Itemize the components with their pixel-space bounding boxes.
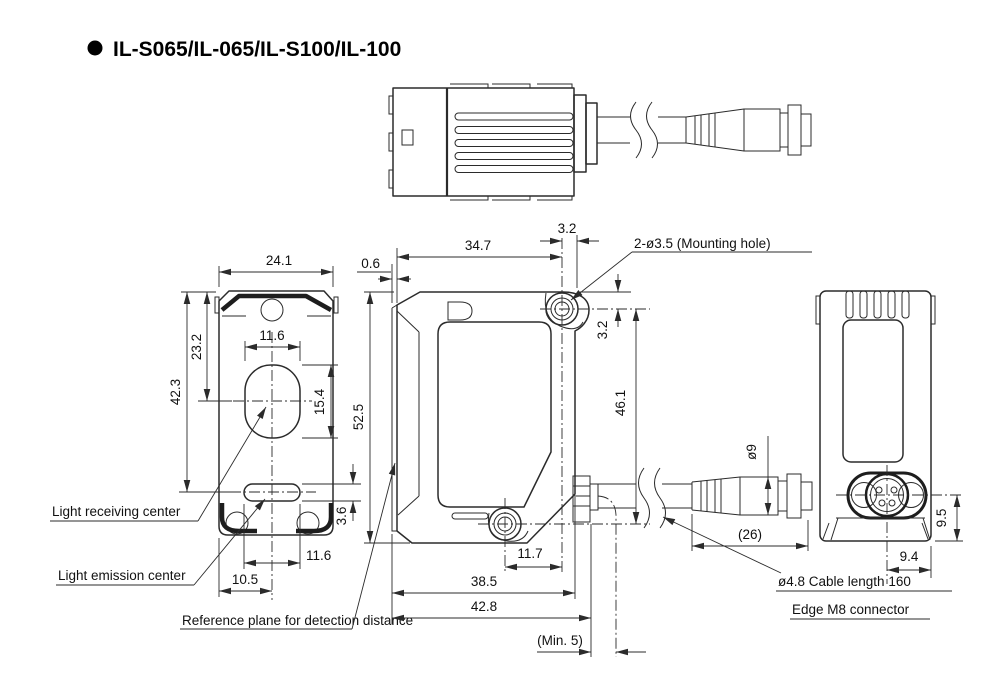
side-view-tab xyxy=(447,301,473,321)
rear-view-foot xyxy=(822,517,931,541)
label-m8-connector: Edge M8 connector xyxy=(792,602,910,617)
dim-23-2: 23.2 xyxy=(189,334,204,360)
cable-connector: ø9 (26) ø4.8 Cable length 160 Edge M8 co… xyxy=(662,436,952,620)
label-reference-plane: Reference plane for detection distance xyxy=(182,613,413,628)
leader-light-emission xyxy=(193,498,266,586)
rear-view-centerlines xyxy=(836,465,963,584)
top-view-body xyxy=(392,87,575,197)
top-view-ribs xyxy=(454,112,574,173)
ext-11-6-bot xyxy=(243,504,301,569)
dim-3-2-right: 3.2 xyxy=(595,321,610,340)
dim-15-4: 15.4 xyxy=(312,388,327,415)
mounting-hole-bottom-pad xyxy=(487,512,529,542)
top-view-edge-tabs xyxy=(450,83,573,201)
top-view-cable-break xyxy=(630,101,658,159)
connector-taper-rings xyxy=(700,479,722,513)
ext-0-6 xyxy=(391,248,398,303)
dim-10-5: 10.5 xyxy=(232,572,258,587)
receiving-lens xyxy=(244,364,301,439)
connector-tip xyxy=(800,481,813,511)
connector-body xyxy=(739,476,779,516)
side-view-outline xyxy=(396,291,590,544)
dim-38-5: 38.5 xyxy=(471,574,497,589)
front-view-side-tabs xyxy=(214,296,339,314)
dim-9-4: 9.4 xyxy=(900,549,919,564)
side-view-front-lip xyxy=(391,304,398,532)
top-view-connector xyxy=(685,104,812,156)
front-view-bottom-bands xyxy=(219,503,334,534)
label-light-emission-center: Light emission center xyxy=(58,568,186,583)
connector-ring-large xyxy=(786,473,802,519)
side-view-front-edge xyxy=(396,310,420,516)
mounting-hole-top-pad xyxy=(544,292,584,330)
front-view-outline xyxy=(218,290,334,536)
ext-11-6-top xyxy=(244,341,301,361)
front-view-top-hole xyxy=(260,298,284,322)
dim-9-5: 9.5 xyxy=(934,509,949,528)
leader-cable xyxy=(662,516,782,574)
dim-34-7: 34.7 xyxy=(465,238,491,253)
dim-3-6: 3.6 xyxy=(334,507,349,526)
leader-light-receiving xyxy=(197,406,267,522)
rear-connector-pins xyxy=(875,486,898,507)
strain-relief xyxy=(572,475,599,523)
front-view-bottom-hole-left xyxy=(225,511,249,535)
page-title: IL-S065/IL-065/IL-S100/IL-100 xyxy=(113,38,401,61)
label-mounting-hole: 2-ø3.5 (Mounting hole) xyxy=(634,236,771,251)
front-view-centerlines xyxy=(230,332,316,600)
front-view-bottom-hole-right xyxy=(296,511,320,535)
top-view-collar-inner xyxy=(585,102,598,165)
top-view-hole-detail xyxy=(401,129,414,146)
top-view xyxy=(388,83,812,201)
side-cable-lines xyxy=(598,483,692,509)
side-cable-break xyxy=(638,467,666,529)
ext-heights xyxy=(179,291,238,493)
dim-11-6-top: 11.6 xyxy=(259,328,284,343)
front-view: 24.1 42.3 23.2 11.6 15.4 3.6 11.6 10.5 L… xyxy=(50,253,413,630)
bullet-icon xyxy=(87,40,103,56)
rear-view-ribs xyxy=(845,290,910,319)
header: IL-S065/IL-065/IL-S100/IL-100 xyxy=(87,38,401,61)
rear-view-panel xyxy=(842,319,904,463)
dim-11-7: 11.7 xyxy=(517,546,542,561)
rear-view-side-tabs xyxy=(815,295,936,325)
side-view-panel xyxy=(437,321,552,508)
rear-view-body xyxy=(819,290,932,542)
top-view-collar-outer xyxy=(573,94,587,173)
ext-depth xyxy=(391,497,592,657)
dim-dia-9: ø9 xyxy=(744,444,759,460)
leader-reference-plane xyxy=(351,462,396,630)
connector-ring-small xyxy=(777,480,788,512)
dim-24-1: 24.1 xyxy=(266,253,292,268)
cable-bend-centerline xyxy=(597,495,617,657)
dim-46-1: 46.1 xyxy=(613,390,628,416)
dim-26: (26) xyxy=(738,527,762,542)
dim-0-6: 0.6 xyxy=(361,256,380,271)
top-view-cable-lines xyxy=(597,116,686,144)
side-view: 0.6 34.7 3.2 2-ø3.5 (Mounting hole) 3.2 … xyxy=(351,221,812,657)
rear-view: 9.4 9.5 xyxy=(815,290,963,584)
dim-3-2-top: 3.2 xyxy=(558,221,577,236)
dim-11-6-bot: 11.6 xyxy=(306,548,331,563)
connector-taper xyxy=(691,476,741,516)
ext-52-5 xyxy=(364,291,410,544)
side-view-centerlines xyxy=(478,238,650,574)
dim-42-3: 42.3 xyxy=(168,379,183,405)
ext-3-6 xyxy=(302,483,361,502)
top-view-side-tabs xyxy=(388,95,394,189)
dim-52-5: 52.5 xyxy=(351,404,366,430)
dim-42-8: 42.8 xyxy=(471,599,497,614)
label-cable-length: ø4.8 Cable length 160 xyxy=(778,574,911,589)
front-view-top-band xyxy=(220,293,333,312)
label-light-receiving-center: Light receiving center xyxy=(52,504,181,519)
dim-min-5: (Min. 5) xyxy=(537,633,583,648)
leader-mounting-hole xyxy=(570,251,633,301)
ext-24-1 xyxy=(218,266,334,287)
side-view-slot xyxy=(451,512,489,520)
